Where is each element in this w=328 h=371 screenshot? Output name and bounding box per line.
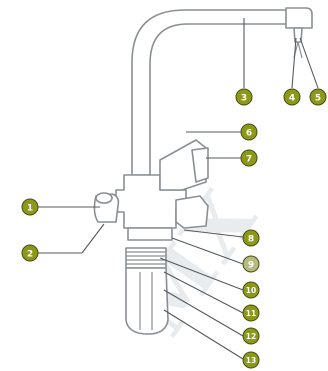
svg-text:3: 3	[241, 94, 247, 104]
leader-13	[163, 309, 244, 360]
callout-5: 5	[309, 88, 327, 106]
cartridge-housing	[175, 195, 209, 229]
svg-text:6: 6	[246, 129, 252, 139]
leader-lines	[38, 18, 319, 360]
leader-2b	[81, 223, 105, 254]
callout-10: 10	[242, 281, 260, 299]
callout-9: 9	[242, 255, 260, 273]
callout-3: 3	[235, 88, 253, 106]
leader-9	[171, 237, 244, 265]
callout-2: 2	[21, 244, 39, 262]
svg-text:11: 11	[246, 309, 256, 318]
leader-12	[163, 289, 244, 337]
svg-text:8: 8	[248, 235, 254, 245]
supply-hoses	[125, 267, 169, 335]
mixing-handle-cap	[95, 192, 113, 204]
svg-text:13: 13	[246, 356, 256, 365]
svg-text:7: 7	[246, 155, 252, 165]
callout-11: 11	[242, 304, 260, 322]
spout-tip	[285, 7, 313, 29]
callout-1: 1	[21, 198, 39, 216]
callout-8: 8	[242, 229, 260, 247]
leader-10	[159, 257, 244, 291]
callout-6: 6	[240, 123, 258, 141]
threaded-shank	[125, 247, 167, 269]
svg-text:10: 10	[246, 286, 256, 295]
svg-text:1: 1	[27, 204, 33, 214]
spout	[131, 9, 291, 176]
svg-text:4: 4	[289, 94, 295, 104]
leader-4	[291, 37, 297, 89]
callout-7: 7	[240, 149, 258, 167]
leader-5	[299, 37, 319, 89]
base-flange	[127, 227, 173, 241]
callout-12: 12	[242, 327, 260, 345]
svg-text:9: 9	[248, 261, 254, 271]
svg-text:5: 5	[315, 94, 321, 104]
filter-handle-lever	[191, 147, 209, 183]
leader-11	[163, 271, 244, 314]
callout-13: 13	[242, 351, 260, 369]
callout-4: 4	[283, 88, 301, 106]
svg-text:12: 12	[246, 332, 256, 341]
callouts: 1 2 3 4 5 6 7 8	[21, 88, 327, 369]
svg-text:2: 2	[27, 250, 33, 260]
leader-8	[183, 229, 244, 238]
faucet-drawing	[93, 7, 313, 335]
